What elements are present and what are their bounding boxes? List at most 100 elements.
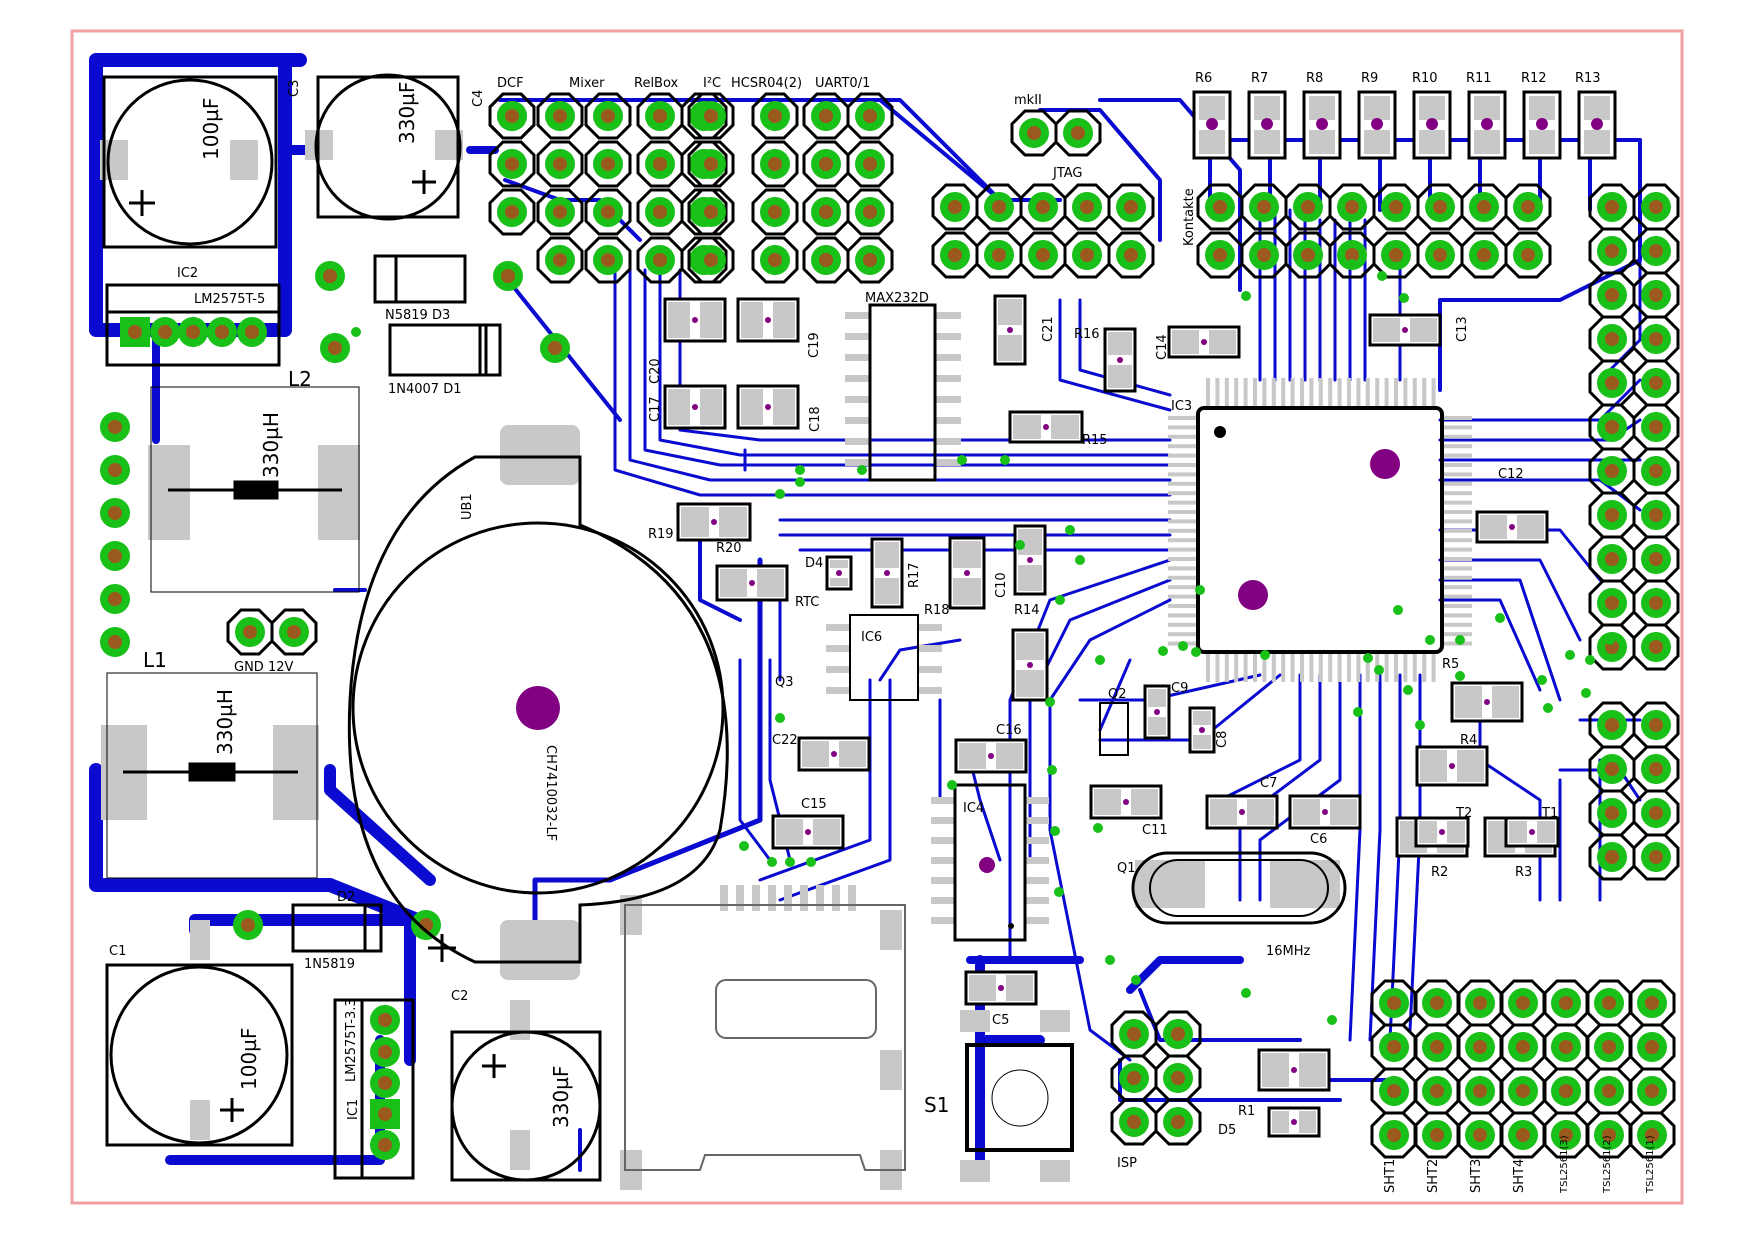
label-tsl2: TSL2561(2) <box>1602 1135 1613 1194</box>
pad <box>320 333 350 363</box>
polarity-marks <box>129 170 506 1122</box>
label-c17: C17 <box>648 396 663 422</box>
pad <box>1416 231 1464 279</box>
label-r11: R11 <box>1466 71 1492 86</box>
pad <box>1542 1067 1590 1115</box>
via <box>1241 291 1251 301</box>
smd-part <box>1302 90 1342 160</box>
pad <box>1585 1067 1633 1115</box>
smd-part <box>1167 325 1241 359</box>
via <box>1415 720 1425 730</box>
pad <box>1632 833 1680 881</box>
label-relbox: RelBox <box>634 76 679 91</box>
pad <box>1632 789 1680 837</box>
label-c16: C16 <box>996 723 1022 738</box>
label-s1: S1 <box>924 1093 949 1117</box>
pad <box>1019 183 1067 231</box>
pad <box>100 412 130 442</box>
pad <box>846 236 894 284</box>
xtal-pad-right <box>1270 860 1340 908</box>
pad <box>846 188 894 236</box>
pad <box>975 231 1023 279</box>
pad <box>1504 183 1552 231</box>
pad <box>584 188 632 236</box>
ic4-outline <box>953 783 1027 942</box>
pad <box>802 140 850 188</box>
label-r8: R8 <box>1306 71 1323 86</box>
via <box>1047 765 1057 775</box>
pad <box>1628 1111 1676 1159</box>
q2-outline <box>1099 702 1129 756</box>
pad <box>1456 1023 1504 1071</box>
label-r3: R3 <box>1515 865 1532 880</box>
via <box>351 327 361 337</box>
pad <box>1063 231 1111 279</box>
battery-pad-top <box>500 425 580 485</box>
via <box>1055 595 1065 605</box>
vias <box>351 259 1615 1025</box>
pad <box>636 140 684 188</box>
pad <box>1413 1067 1461 1115</box>
label-battery-part: CH7410032-LF <box>543 745 558 841</box>
label-tsl3: TSL2561(3) <box>1559 1135 1570 1194</box>
label-r15: R15 <box>1082 433 1108 448</box>
pad <box>1456 1111 1504 1159</box>
pad <box>150 317 180 347</box>
via <box>1374 665 1384 675</box>
label-r19: R19 <box>648 527 674 542</box>
label-ic2: IC2 <box>177 266 198 281</box>
label-d1: 1N4007 D1 <box>388 382 462 397</box>
smd-part <box>736 297 800 343</box>
pad <box>687 236 735 284</box>
via <box>1399 293 1409 303</box>
pad <box>1284 231 1332 279</box>
label-sht1: SHT1 <box>1383 1159 1398 1193</box>
smd-part <box>1205 794 1279 830</box>
via <box>1260 650 1270 660</box>
via <box>1195 585 1205 595</box>
pad <box>120 317 150 347</box>
label-c7: C7 <box>1260 776 1277 791</box>
via <box>1353 707 1363 717</box>
smd-part <box>1467 90 1507 160</box>
label-l1-value: 330µH <box>213 689 237 755</box>
label-ic6: IC6 <box>861 630 882 645</box>
via <box>1241 988 1251 998</box>
pad <box>1588 833 1636 881</box>
pad <box>1370 979 1418 1027</box>
via <box>1065 525 1075 535</box>
max232-outline <box>868 303 937 482</box>
l2-pad-right <box>318 445 360 540</box>
pad <box>1542 979 1590 1027</box>
xtal-outline <box>1131 851 1347 925</box>
label-r14: R14 <box>1014 603 1040 618</box>
via <box>1605 635 1615 645</box>
smd-part <box>1504 816 1560 848</box>
via <box>1537 675 1547 685</box>
pad <box>1499 1023 1547 1071</box>
smd-part <box>797 736 871 772</box>
pad <box>1328 183 1376 231</box>
smd-part <box>663 297 727 343</box>
label-d5: D5 <box>1218 1123 1236 1138</box>
label-l1: L1 <box>143 648 167 672</box>
pad <box>687 140 735 188</box>
smd-part <box>1089 784 1163 820</box>
via <box>1495 613 1505 623</box>
pad <box>1054 109 1102 157</box>
pad <box>1456 979 1504 1027</box>
via <box>1093 823 1103 833</box>
battery-holder-outline <box>347 455 729 964</box>
via <box>795 465 805 475</box>
pad <box>488 92 536 140</box>
smd-part <box>736 384 800 430</box>
label-gnd12v: GND 12V <box>234 660 293 675</box>
pad <box>1542 1023 1590 1071</box>
via <box>1403 685 1413 695</box>
c1-outline <box>105 963 294 1147</box>
pad <box>100 455 130 485</box>
pad <box>1019 231 1067 279</box>
pad <box>1413 979 1461 1027</box>
via <box>785 857 795 867</box>
